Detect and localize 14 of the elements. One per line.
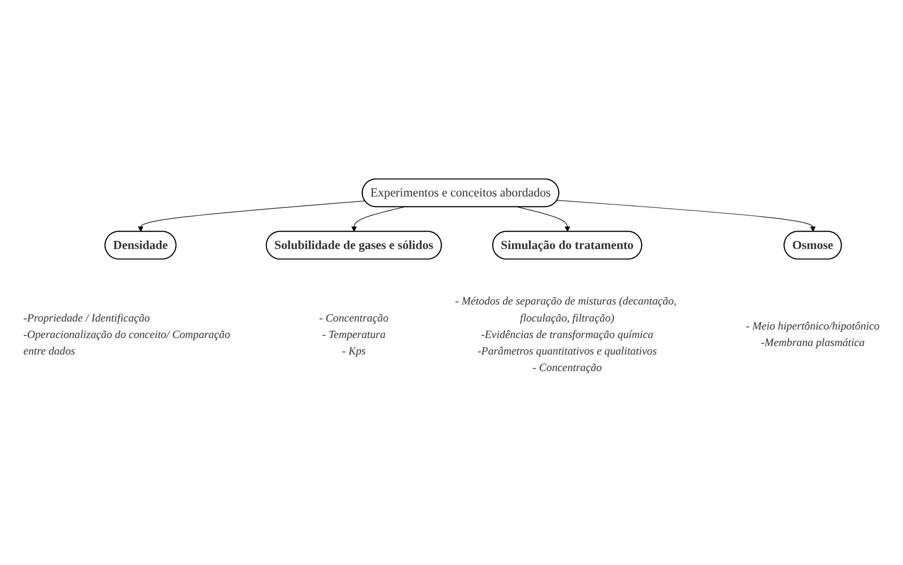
concept-diagram: Experimentos e conceitos abordados Densidade -Propriedade / Identificação -Operacionalização do conceito/ Comparação entre dados Solubilidade de gases e sólidos - Concentração - Temperatura - Kps Simulação do tratamento - Métodos de separação de misturas (decantação, floculação, filtração) -Evidências de transformação química -Parâmetros quantitativos e qualitativos - Concentração Osmose - Meio hipertônico/hipotônico -Membrana plasmática xyxy=(0,174,903,391)
node-label: -Membrana plasmática xyxy=(760,336,865,350)
node-label: - Concentração xyxy=(319,312,388,324)
node-label: - Métodos de separação de misturas (decantação, floculação, filtração) xyxy=(455,295,677,324)
node-label: -Parâmetros quantitativos e qualitativos xyxy=(478,345,657,358)
node-label: - Concentração xyxy=(532,362,602,374)
node-label: -Operacionalização do conceito/ Comparação entre dados xyxy=(23,328,230,358)
node-label: -Propriedade / Identificação xyxy=(23,312,150,324)
node-label: -Evidências de transformação química xyxy=(481,328,654,341)
node-label: - Meio hipertônico/hipotônico xyxy=(746,320,880,332)
arrow xyxy=(138,201,366,232)
node-label: - Temperatura xyxy=(322,328,386,341)
arrow xyxy=(556,200,816,232)
node-label: - Kps xyxy=(342,345,366,358)
